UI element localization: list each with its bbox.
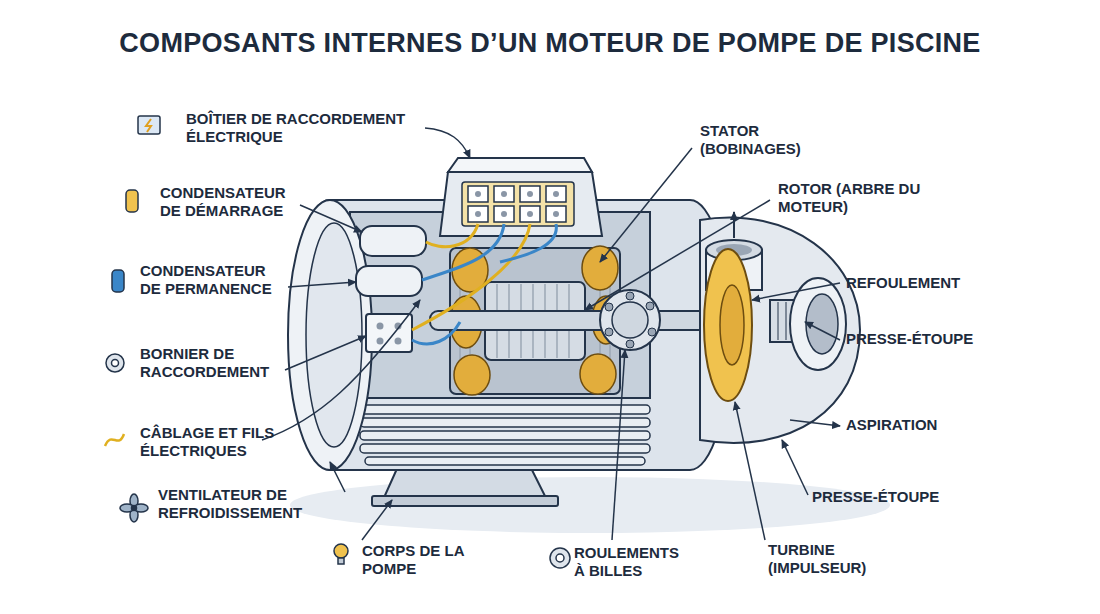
terminal-strip — [462, 182, 574, 226]
part-label: TURBINE (IMPULSEUR) — [768, 541, 886, 577]
part-label: CORPS DE LA POMPE — [362, 542, 470, 578]
part-label: BOÎTIER DE RACCORDEMENT ÉLECTRIQUE — [186, 110, 426, 146]
ground-shadow — [290, 477, 890, 533]
part-label: ASPIRATION — [846, 416, 1046, 434]
leader-lines — [262, 128, 840, 540]
part-label: REFOULEMENT — [846, 274, 1046, 292]
part-label: VENTILATEUR DE REFROIDISSEMENT — [158, 486, 328, 522]
cooling-fins — [360, 405, 650, 465]
part-label: PRESSE-ÉTOUPE — [846, 330, 1046, 348]
run-capacitor — [356, 266, 422, 296]
impeller — [704, 249, 752, 401]
part-label: CONDENSATEUR DE PERMANENCE — [140, 262, 290, 298]
bearing — [600, 290, 660, 350]
start-capacitor — [360, 226, 426, 256]
part-label: PRESSE-ÉTOUPE — [812, 488, 1012, 506]
part-label: ROTOR (ARBRE DU MOTEUR) — [778, 180, 958, 216]
part-label: STATOR (BOBINAGES) — [700, 122, 815, 158]
part-label: ROULEMENTS À BILLES — [574, 544, 692, 580]
label-icons — [105, 116, 570, 568]
junction-box — [440, 172, 602, 236]
diagram-title: COMPOSANTS INTERNES D’UN MOTEUR DE POMPE… — [0, 28, 1100, 59]
part-label: CONDENSATEUR DE DÉMARRAGE — [160, 184, 310, 220]
cutaway — [350, 212, 650, 398]
part-label: BORNIER DE RACCORDEMENT — [140, 345, 285, 381]
wires — [412, 224, 556, 344]
pump-housing — [700, 218, 860, 443]
part-label: CÂBLAGE ET FILS ÉLECTRIQUES — [140, 424, 290, 460]
